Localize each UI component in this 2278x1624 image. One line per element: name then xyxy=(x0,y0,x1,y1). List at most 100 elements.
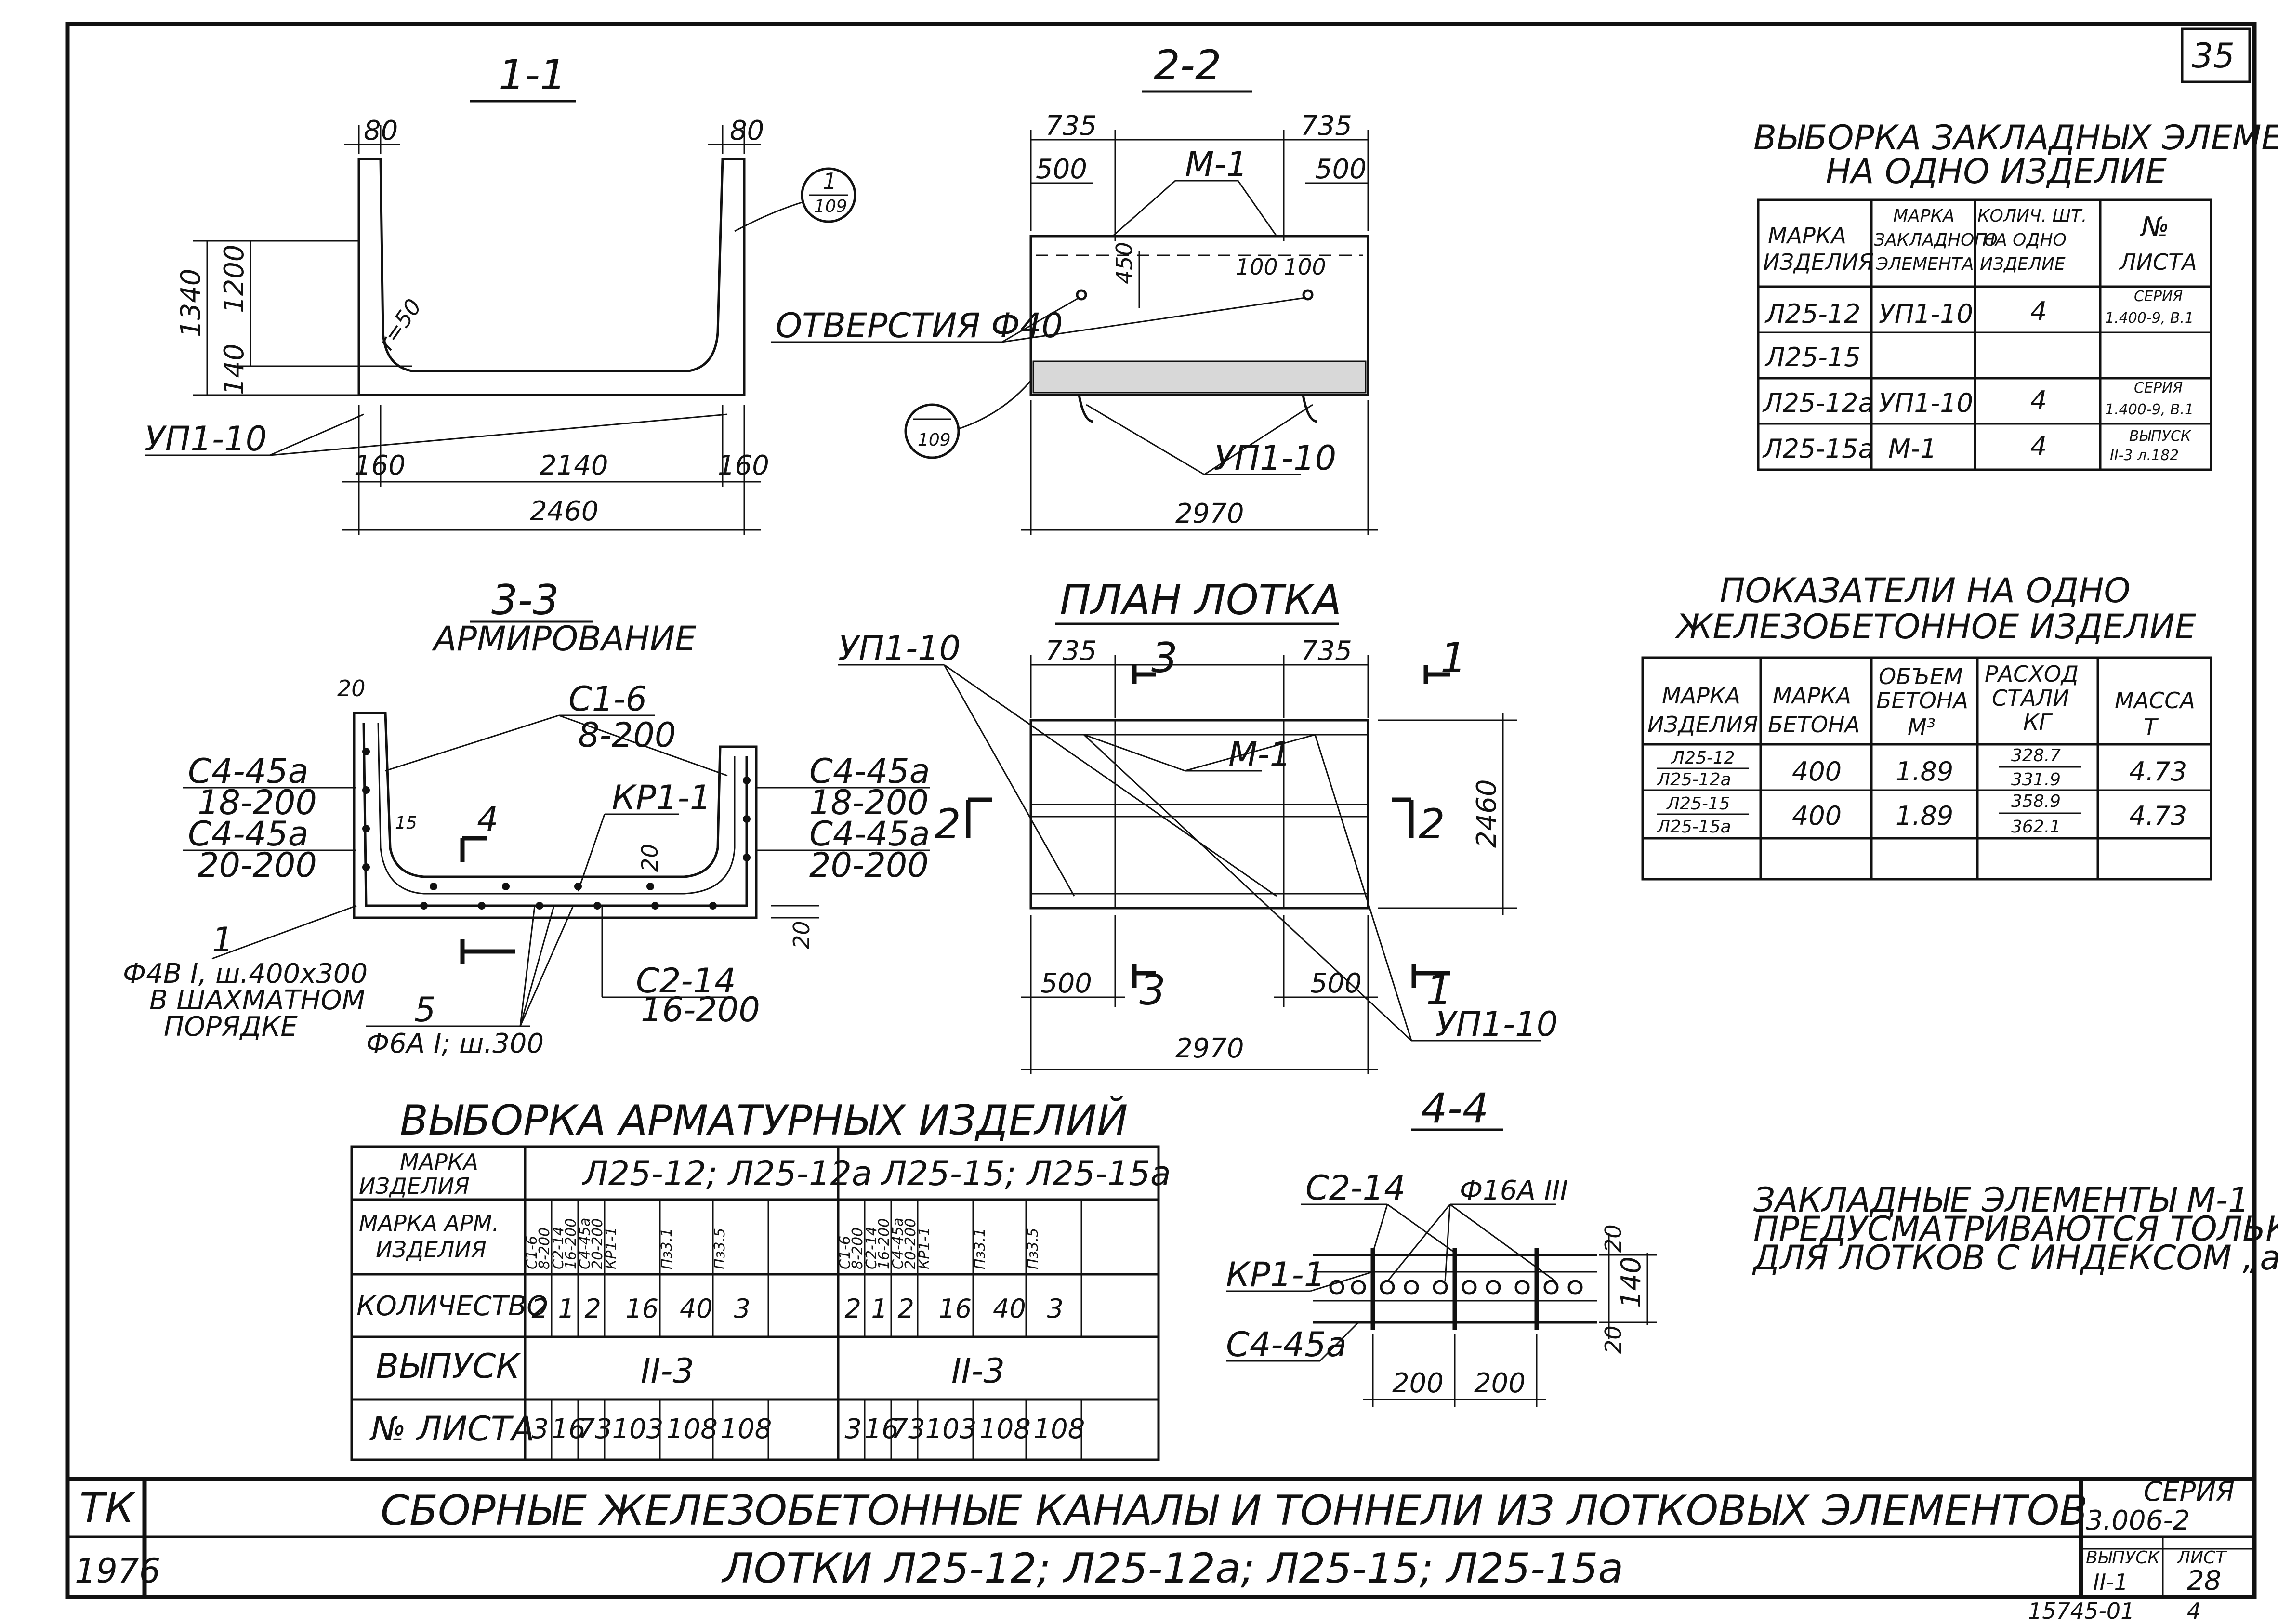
holes-label: ОТВЕРСТИЯ Ф40 xyxy=(776,306,1063,345)
ind-h-volume-2: БЕТОНА xyxy=(1876,687,1968,713)
label-kp1-1: КР1-1 xyxy=(612,778,711,818)
s44-label-bar: Ф16А III xyxy=(1460,1175,1568,1206)
rebar-col-header: 16-200 xyxy=(876,1218,893,1269)
plan-dim-2970: 2970 xyxy=(1175,1033,1244,1064)
rebar-qty-cell: 1 xyxy=(871,1294,888,1324)
rebar-qty-cell: 16 xyxy=(939,1294,972,1324)
emb-r4-qty: 4 xyxy=(2030,431,2047,462)
emb-r3-sheet-1: СЕРИЯ xyxy=(2134,380,2183,396)
s44-dim-140: 140 xyxy=(1616,1256,1647,1308)
rebar-col-lines xyxy=(551,1200,1082,1460)
dim-20-side: 20 xyxy=(789,921,815,949)
emb-h-product-2: ИЗДЕЛИЯ xyxy=(1763,249,1874,275)
ind-h-steel-1: РАСХОД xyxy=(1985,661,2079,687)
label-c4-45a-r1: С4-45а xyxy=(809,752,930,791)
emb-h-qty-3: ИЗДЕЛИЕ xyxy=(1980,254,2066,274)
rebar-col-header: С4-45а xyxy=(890,1218,907,1269)
dim-20: 20 xyxy=(337,675,366,701)
ind-r1-volume: 1.89 xyxy=(1896,756,1953,787)
rebar-qty-cell: 3 xyxy=(1047,1294,1064,1324)
rebar-qty-cell: 16 xyxy=(626,1294,659,1324)
ind-r1-product-top: Л25-12 xyxy=(1671,748,1735,768)
concrete-bottom-hatch xyxy=(1032,360,1367,394)
label-m1: М-1 xyxy=(1185,145,1248,184)
emb-h-qty-1: КОЛИЧ. ШТ. xyxy=(1977,206,2087,226)
cut-3-top: 3 xyxy=(1151,634,1178,682)
ind-h-volume-1: ОБЪЕМ xyxy=(1879,663,1963,689)
embedded-table-title-1: ВЫБОРКА ЗАКЛАДНЫХ ЭЛЕМЕНТОВ xyxy=(1753,118,2278,158)
rebar-sheet-cell: 73 xyxy=(578,1413,612,1445)
rebar-col-header: Пз3.5 xyxy=(711,1228,728,1269)
label-c4-45a-r2: С4-45а xyxy=(809,814,930,854)
dim-2970-2: 2970 xyxy=(1175,498,1244,529)
dim-15: 15 xyxy=(395,813,417,833)
plan-dim-2460: 2460 xyxy=(1471,779,1502,848)
s44-dim-20-top: 20 xyxy=(1600,1224,1626,1253)
tb-issue: II-1 xyxy=(2093,1569,2128,1595)
detail-callout-circle xyxy=(801,167,856,223)
s44-label-c2-14: С2-14 xyxy=(1305,1168,1406,1208)
plan-dim-735-right: 735 xyxy=(1301,635,1352,667)
tb-inventory: 15745-01 xyxy=(2028,1598,2134,1624)
rebar-col-header: 20-200 xyxy=(902,1218,919,1269)
ind-r2-steel-bottom: 362.1 xyxy=(2011,817,2061,837)
cut-3-bottom: 3 xyxy=(1139,966,1166,1015)
mark-2-left: 2 xyxy=(935,800,961,848)
cut-1-top: 1 xyxy=(1440,634,1467,682)
section-2-2-title: 2-2 xyxy=(1154,41,1221,90)
s44-label-kp: КР1-1 xyxy=(1226,1255,1325,1294)
ind-r2-product-bottom: Л25-15а xyxy=(1656,817,1731,837)
label-up1-10-2: УП1-10 xyxy=(1214,438,1336,478)
indicators-table: ПОКАЗАТЕЛИ НА ОДНО ЖЕЛЕЗОБЕТОННОЕ ИЗДЕЛИ… xyxy=(1641,571,2212,881)
tb-sheet-label: ЛИСТ xyxy=(2176,1548,2227,1568)
dim-2140: 2140 xyxy=(540,450,608,481)
emb-r3-element: УП1-10 xyxy=(1879,388,1973,418)
note5-num: 5 xyxy=(414,990,436,1030)
rebar-sheet-cell: 16 xyxy=(552,1413,586,1445)
dim-1200: 1200 xyxy=(219,244,250,313)
emb-r1-element: УП1-10 xyxy=(1879,299,1973,329)
detail-callout-2 xyxy=(904,403,960,459)
ind-h-steel-3: КГ xyxy=(2023,709,2053,735)
rt-rebar-2: ИЗДЕЛИЯ xyxy=(376,1237,487,1263)
rebar-dots xyxy=(362,748,751,910)
trough-outline-3-3 xyxy=(353,712,758,919)
plan-label-up-bottom: УП1-10 xyxy=(1435,1004,1558,1044)
embedded-table-title-2: НА ОДНО ИЗДЕЛИЕ xyxy=(1826,152,2167,191)
rebar-table-title: ВЫБОРКА АРМАТУРНЫХ ИЗДЕЛИЙ xyxy=(400,1096,1128,1145)
page-number-box xyxy=(2181,27,2251,83)
dim-140: 140 xyxy=(219,343,250,395)
rt-group1-issue: II-3 xyxy=(641,1351,694,1391)
rebar-sheet-cell: 16 xyxy=(865,1413,899,1445)
section-4-4-title: 4-4 xyxy=(1421,1084,1488,1133)
ind-r2-mass: 4.73 xyxy=(2129,801,2187,831)
emb-r1-sheet-1: СЕРИЯ xyxy=(2134,288,2183,305)
section-4-4: 4-4 С2-14 Ф16А III КР1-1 С4-45а 20 140 2… xyxy=(1226,1084,1657,1407)
emb-h-sheet-1: № xyxy=(2140,211,2169,243)
label-c1-6-sub: 8-200 xyxy=(578,715,676,755)
label-c4-45a-r2-sub: 20-200 xyxy=(809,845,929,885)
rebar-sheet-cell: 73 xyxy=(891,1413,925,1445)
plan-title: ПЛАН ЛОТКА xyxy=(1060,576,1342,624)
rebar-qty-cell: 1 xyxy=(558,1294,575,1324)
label-c2-14-sub: 16-200 xyxy=(641,990,760,1030)
dim-500-left: 500 xyxy=(1036,154,1087,185)
rebar-col-header: 20-200 xyxy=(589,1218,606,1269)
note1-l1: Ф4В I, ш.400х300 xyxy=(123,958,368,990)
note1-l3: ПОРЯДКЕ xyxy=(164,1011,298,1043)
rebar-table-cells: С1-68-20023С2-1416-200116С4-45а20-200273… xyxy=(524,1218,1085,1445)
emb-r4-sheet-1: ВЫПУСК xyxy=(2129,428,2192,445)
note-block: ЗАКЛАДНЫЕ ЭЛЕМЕНТЫ М-1 ПРЕДУСМАТРИВАЮТСЯ… xyxy=(1752,1180,2278,1278)
tb-org: ТК xyxy=(79,1484,136,1532)
rebar-cage xyxy=(362,722,748,907)
rt-product-2: ИЗДЕЛИЯ xyxy=(359,1173,470,1199)
ind-r1-product-bottom: Л25-12а xyxy=(1656,770,1731,790)
ind-h-concrete-1: МАРКА xyxy=(1773,683,1851,709)
rebar-qty-cell: 2 xyxy=(845,1294,861,1324)
ind-h-steel-2: СТАЛИ xyxy=(1992,685,2069,711)
rebar-qty-cell: 2 xyxy=(585,1294,601,1324)
emb-h-sheet-2: ЛИСТА xyxy=(2119,249,2197,275)
note-line-3: ДЛЯ ЛОТКОВ С ИНДЕКСОМ „а” xyxy=(1752,1238,2278,1278)
section-3-3: 3-3 АРМИРОВАНИЕ 20 С1-6 8-200 С4-45а 18-… xyxy=(123,576,992,1059)
rebar-col-header: КР1-1 xyxy=(916,1227,933,1269)
